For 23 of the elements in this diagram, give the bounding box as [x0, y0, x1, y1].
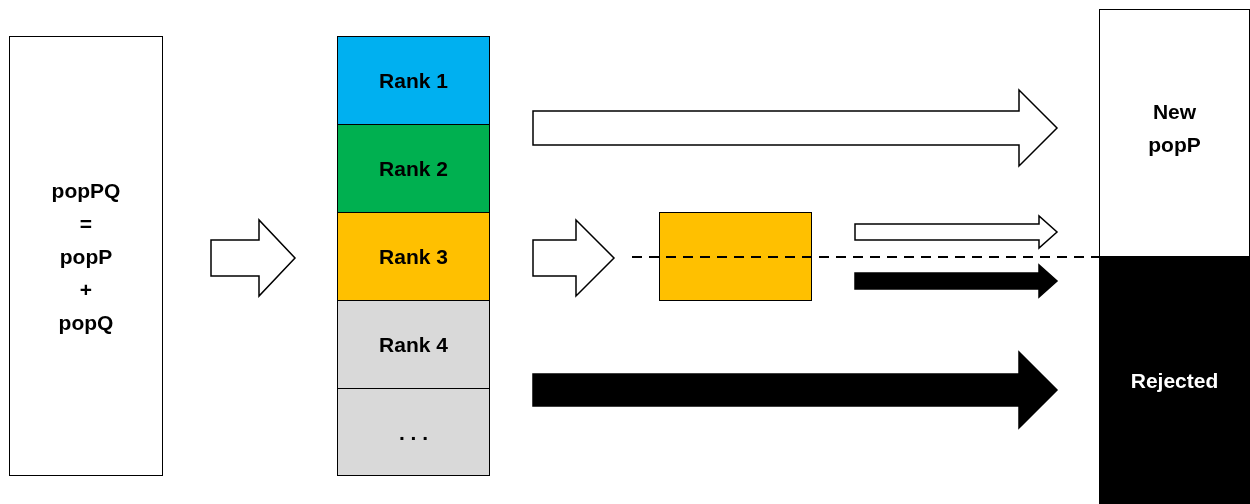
box-label: . . .: [398, 419, 429, 446]
rank-box: [337, 36, 490, 125]
hollow-block-arrow: [532, 218, 616, 298]
population-box: [9, 36, 163, 476]
solid-block-arrow: [532, 350, 1059, 430]
hollow-block-arrow: [532, 88, 1059, 168]
hollow-block-arrow: [210, 218, 297, 298]
box-label: Rank 4: [379, 332, 448, 358]
partial-rank-box: [659, 212, 812, 301]
rejected-box: [1099, 256, 1250, 504]
box-label: popPQ = popP + popQ: [51, 177, 121, 336]
population-box: [1099, 9, 1250, 257]
rank-box: [337, 300, 490, 389]
box-label: Rank 2: [379, 156, 448, 182]
rank-box: [337, 212, 490, 301]
solid-block-arrow: [854, 263, 1059, 299]
box-label: Rank 3: [379, 244, 448, 270]
box-label: New popP: [1148, 99, 1201, 158]
box-label: Rejected: [1130, 367, 1219, 394]
rank-box: [337, 388, 490, 476]
rank-box: [337, 124, 490, 213]
box-label: Rank 1: [379, 68, 448, 94]
hollow-block-arrow: [854, 214, 1059, 250]
